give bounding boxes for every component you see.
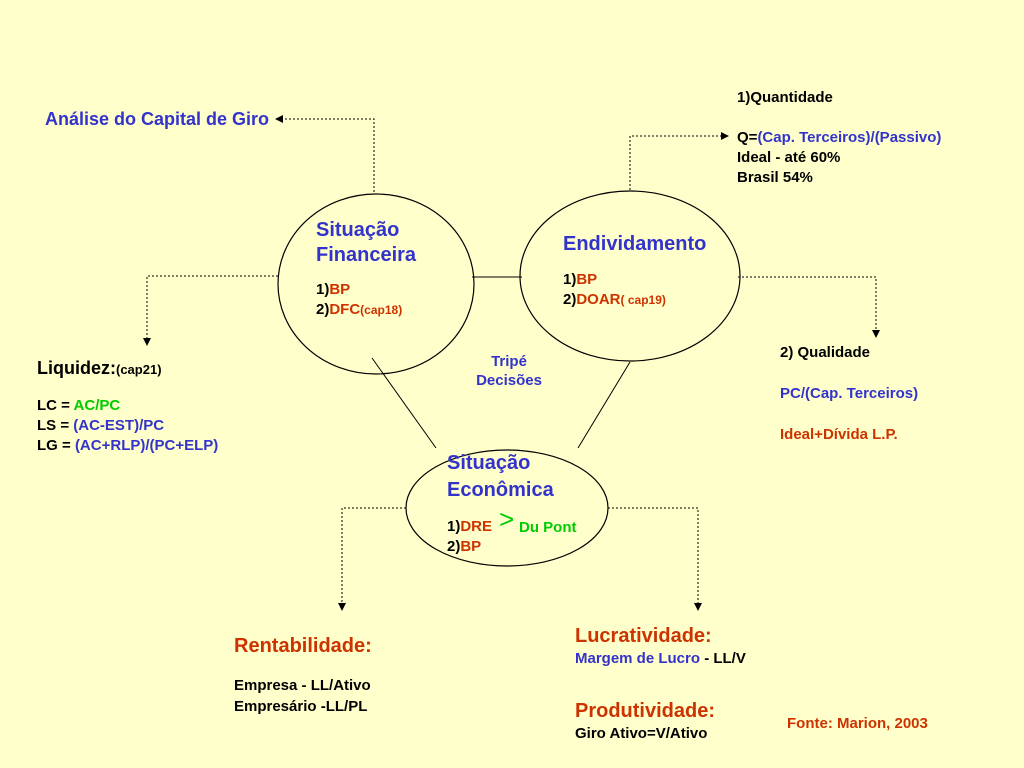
liquidez-block: Liquidez:(cap21) LC = AC/PC LS = (AC-EST… <box>37 356 218 456</box>
item-ref: ( cap19) <box>620 293 666 307</box>
qualidade-ideal: Ideal+Dívida L.P. <box>780 426 898 443</box>
item-number: 1) <box>316 281 330 298</box>
quantidade-formula: Q=(Cap. Terceiros)/(Passivo) <box>737 128 941 148</box>
rentabilidade-empresa: Empresa - LL/Ativo <box>234 677 371 694</box>
lucratividade-block: Lucratividade: Margem de Lucro - LL/V <box>575 623 746 669</box>
liquidez-lc: LC = AC/PC <box>37 396 218 416</box>
lucratividade-margem-row: Margem de Lucro - LL/V <box>575 649 746 669</box>
situacao-economica-title-line1: Situação <box>447 452 531 474</box>
q-label: Q= <box>737 129 758 146</box>
endividamento-item-1: 1)BP <box>563 270 706 290</box>
item-value-bp: BP <box>329 281 351 298</box>
ellipse-endividamento <box>519 190 741 362</box>
ellipse-situacao-financeira <box>277 193 475 375</box>
produtividade-block: Produtividade: Giro Ativo=V/Ativo <box>575 698 715 744</box>
arrow-to-liquidez <box>143 275 278 346</box>
q-formula: (Cap. Terceiros)/(Passivo) <box>757 129 942 146</box>
item-number: 2) <box>447 538 461 555</box>
liquidez-lg: LG = (AC+RLP)/(PC+ELP) <box>37 436 218 456</box>
qualidade-title: 2) Qualidade <box>780 344 871 361</box>
qualidade-block: 2) Qualidade PC/(Cap. Terceiros) Ideal+D… <box>780 343 918 445</box>
situacao-financeira-item-2: 2)DFC(cap18) <box>316 300 416 320</box>
tripe-line-1: Tripé <box>491 353 527 370</box>
tripe-line-2: Decisões <box>476 372 542 389</box>
dupont-label: Du Pont <box>519 519 577 536</box>
quantidade-brasil: Brasil 54% <box>737 169 813 186</box>
item-number: 2) <box>563 291 577 308</box>
item-number: 1) <box>447 518 461 535</box>
quantidade-ideal: Ideal - até 60% <box>737 149 841 166</box>
item-ref: (cap18) <box>360 303 403 317</box>
quantidade-title: 1)Quantidade <box>737 89 833 106</box>
rentabilidade-block: Rentabilidade: Empresa - LL/Ativo Empres… <box>234 633 372 717</box>
arrow-to-analise <box>275 115 375 192</box>
situacao-economica-title-line2: Econômica <box>447 479 554 501</box>
situacao-financeira-node: Situação Financeira 1)BP 2)DFC(cap18) <box>316 218 416 320</box>
connector-end-eco <box>577 361 631 449</box>
lucratividade-title: Lucratividade: <box>575 625 712 647</box>
fonte-label: Fonte: Marion, 2003 <box>787 715 928 732</box>
liquidez-title: Liquidez: <box>37 358 116 378</box>
endividamento-title: Endividamento <box>563 233 707 255</box>
liquidez-ls: LS = (AC-EST)/PC <box>37 416 218 436</box>
lc-label: LC = <box>37 397 74 414</box>
ls-formula: (AC-EST)/PC <box>73 417 165 434</box>
margem-label: Margem de Lucro <box>575 650 701 667</box>
situacao-financeira-title-line1: Situação <box>316 219 400 241</box>
liquidez-ref: (cap21) <box>116 362 162 377</box>
margem-formula: - LL/V <box>700 650 746 667</box>
connector-fin-eco <box>371 357 437 449</box>
situacao-financeira-title-line2: Financeira <box>316 244 417 266</box>
situacao-economica-item-1: 1)DRE > Du Pont <box>447 506 577 537</box>
produtividade-giro: Giro Ativo=V/Ativo <box>575 725 708 742</box>
item-value-doar: DOAR <box>576 291 621 308</box>
rentabilidade-empresario: Empresário -LL/PL <box>234 698 368 715</box>
item-value-bp: BP <box>460 538 482 555</box>
tripe-decisoes-label: Tripé Decisões <box>460 352 558 390</box>
lg-formula: (AC+RLP)/(PC+ELP) <box>74 437 219 454</box>
arrow-to-qualidade <box>738 276 880 338</box>
lg-label: LG = <box>37 437 75 454</box>
situacao-economica-item-2: 2)BP <box>447 537 554 557</box>
situacao-economica-node: Situação Econômica 1)DRE > Du Pont 2)BP <box>447 450 577 557</box>
item-value-bp: BP <box>576 271 598 288</box>
arrow-to-lucratividade <box>608 507 702 611</box>
arrow-to-rentabilidade <box>338 507 406 611</box>
item-value-dre: DRE <box>460 518 493 535</box>
item-number: 2) <box>316 301 330 318</box>
qualidade-formula: PC/(Cap. Terceiros) <box>780 385 919 402</box>
endividamento-item-2: 2)DOAR( cap19) <box>563 290 706 310</box>
endividamento-node: Endividamento 1)BP 2)DOAR( cap19) <box>563 232 706 310</box>
quantidade-block: 1)Quantidade Q=(Cap. Terceiros)/(Passivo… <box>737 88 941 188</box>
analise-capital-giro-label: Análise do Capital de Giro <box>45 109 270 129</box>
lc-formula: AC/PC <box>73 397 121 414</box>
liquidez-title-row: Liquidez:(cap21) <box>37 356 218 382</box>
item-number: 1) <box>563 271 577 288</box>
produtividade-title: Produtividade: <box>575 700 716 722</box>
dupont-arrow-icon: > <box>499 504 515 534</box>
situacao-financeira-item-1: 1)BP <box>316 280 416 300</box>
rentabilidade-title: Rentabilidade: <box>234 635 372 657</box>
item-value-dfc: DFC <box>329 301 361 318</box>
arrow-to-quantidade <box>629 132 729 190</box>
ls-label: LS = <box>37 417 74 434</box>
